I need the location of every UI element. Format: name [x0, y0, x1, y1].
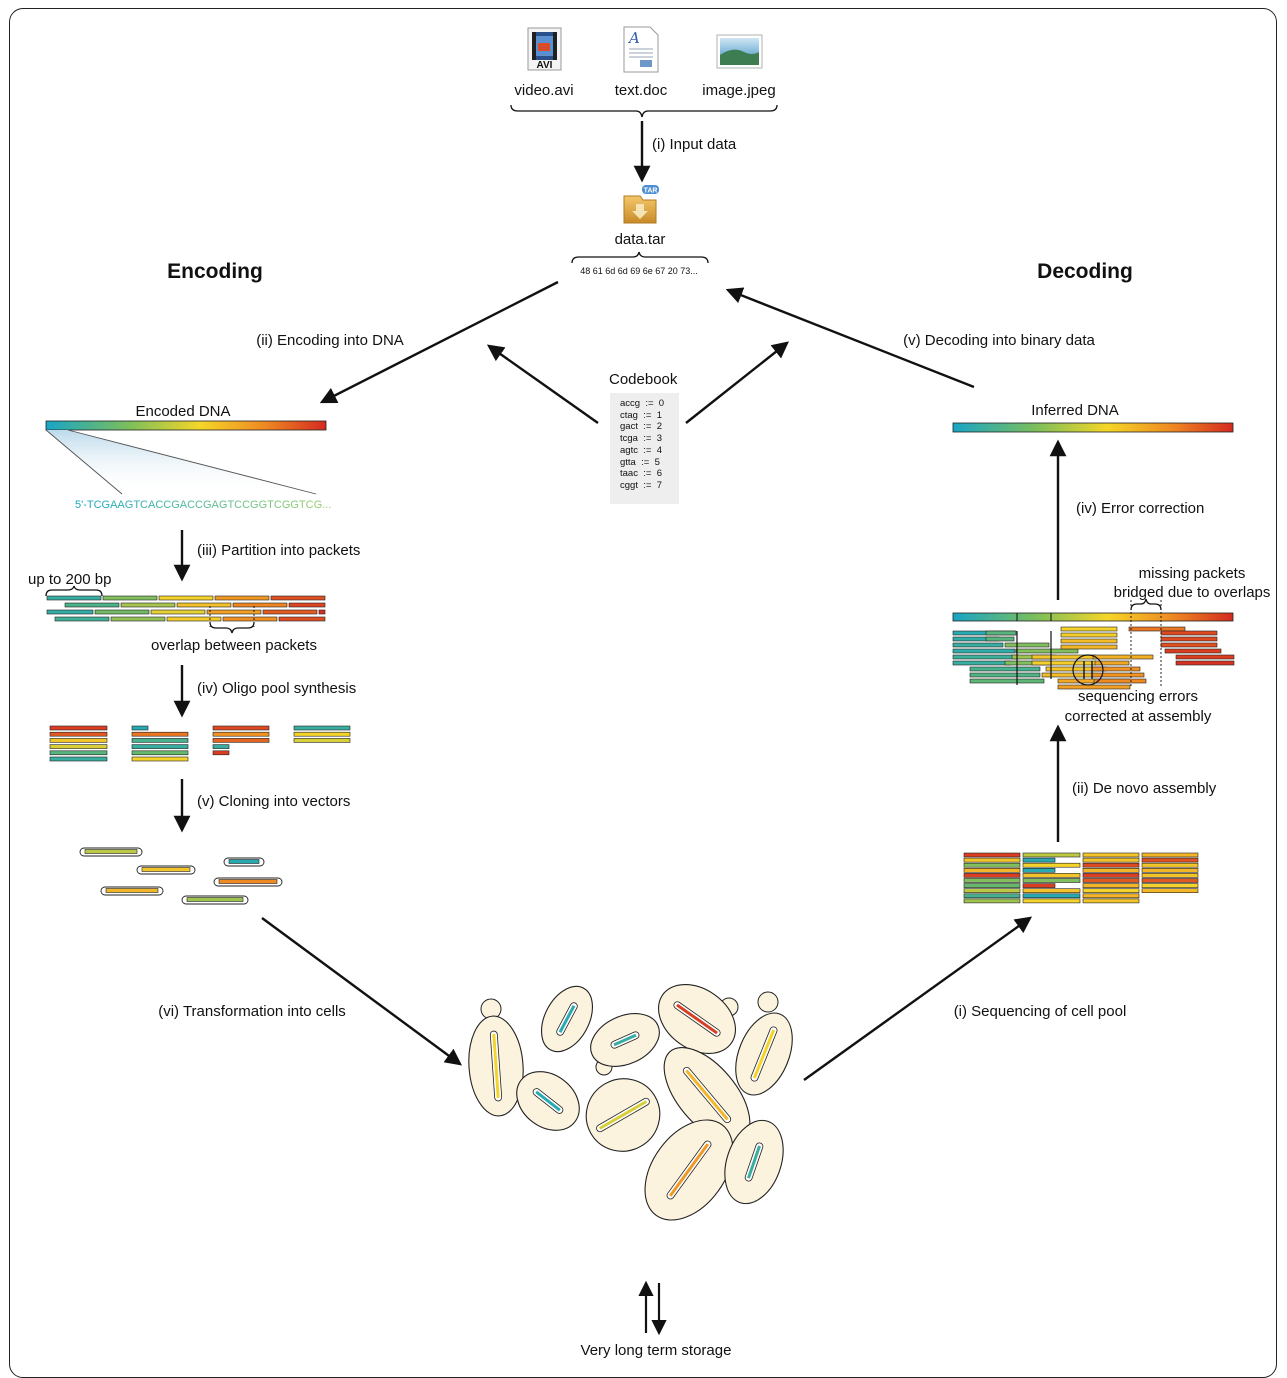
- up-to-label: up to 200 bp: [28, 571, 111, 588]
- step-assembly-label: (ii) De novo assembly: [1072, 780, 1217, 797]
- step-oligo-label: (iv) Oligo pool synthesis: [197, 680, 356, 697]
- decode-arrow: [725, 287, 975, 389]
- step-input-label: (i) Input data: [652, 136, 737, 153]
- encoded-dna-label: Encoded DNA: [135, 403, 230, 420]
- video-file-icon: AVI: [527, 27, 562, 71]
- codebook-entry: gact := 2: [620, 421, 662, 433]
- tar-badge: TAR: [644, 188, 658, 195]
- storage-label: Very long term storage: [581, 1342, 732, 1359]
- sequencing-arrow: [803, 916, 1033, 1081]
- vector-plasmids: [79, 847, 283, 905]
- file-label-text: text.doc: [615, 82, 668, 99]
- seq-error-label-2: corrected at assembly: [1065, 708, 1212, 725]
- step-cloning-label: (v) Cloning into vectors: [197, 793, 350, 810]
- yeast-cell: [585, 1078, 661, 1152]
- cell-bud: [757, 991, 779, 1013]
- avi-badge: AVI: [537, 60, 553, 71]
- codebook-entry: tcga := 3: [620, 433, 662, 445]
- codebook-entry: taac := 6: [620, 468, 662, 480]
- transformation-arrow: [261, 917, 463, 1066]
- decoding-title: Decoding: [1037, 260, 1133, 283]
- codebook-entry: ctag := 1: [620, 409, 662, 421]
- file-label-image: image.jpeg: [702, 82, 775, 99]
- sequence-text: 5'-TCGAAGTCACCGACCGAGTCCGGTCGGTCG...: [75, 499, 331, 511]
- doc-glyph: A: [627, 29, 640, 47]
- codebook-title: Codebook: [609, 371, 678, 388]
- codebook-to-encode-arrow: [486, 344, 599, 424]
- encoding-title: Encoding: [167, 260, 263, 283]
- encode-arrow: [319, 280, 559, 404]
- assembly-contigs: [952, 626, 1235, 690]
- yeast-cell: [590, 1013, 660, 1067]
- oligo-pool: [49, 725, 351, 762]
- codebook-entry: agtc := 4: [620, 444, 662, 456]
- step-decoding-label: (v) Decoding into binary data: [903, 332, 1095, 349]
- assembled-dna-bar: [952, 612, 1234, 622]
- overlap-brace: [209, 621, 255, 634]
- yeast-cell: [724, 1119, 784, 1205]
- codebook-to-decode-arrow: [685, 341, 789, 424]
- archive-brace: [571, 251, 709, 264]
- step-partition-label: (iii) Partition into packets: [197, 542, 360, 559]
- yeast-cell: [644, 1119, 734, 1221]
- step-sequencing-label: (i) Sequencing of cell pool: [954, 1003, 1127, 1020]
- error-circle: [1072, 654, 1104, 686]
- archive-name: data.tar: [615, 231, 666, 248]
- missing-label-1: missing packets: [1139, 565, 1246, 582]
- overlap-label: overlap between packets: [151, 637, 317, 654]
- codebook-entry: gtta := 5: [620, 456, 660, 468]
- packet-rows: [46, 595, 326, 622]
- up-to-brace: [45, 585, 103, 597]
- cell-pool: [468, 984, 793, 1221]
- archive-hex: 48 61 6d 6d 69 6e 67 20 73...: [580, 266, 698, 276]
- input-brace: [510, 104, 778, 118]
- yeast-cell: [468, 1015, 524, 1117]
- yeast-cell: [657, 984, 737, 1054]
- sequence-zoom: [46, 430, 316, 494]
- archive-icon: TAR: [623, 185, 659, 224]
- missing-brace: [1130, 598, 1162, 611]
- yeast-cell: [516, 1071, 580, 1131]
- encoded-dna-bar: [45, 420, 327, 431]
- codebook-entry: accg := 0: [620, 398, 665, 409]
- step-transformation-label: (vi) Transformation into cells: [158, 1003, 346, 1020]
- missing-label-2: bridged due to overlaps: [1114, 584, 1271, 601]
- step-encoding-label: (ii) Encoding into DNA: [256, 332, 404, 349]
- inferred-dna-label: Inferred DNA: [1031, 402, 1119, 419]
- yeast-cell: [735, 1012, 793, 1096]
- inferred-dna-bar: [952, 422, 1234, 433]
- codebook-table: accg := 0 ctag := 1 gact := 2 tcga := 3 …: [610, 393, 679, 504]
- yeast-cell: [541, 985, 593, 1053]
- document-file-icon: A: [623, 26, 659, 73]
- sequenced-reads: [963, 852, 1199, 904]
- codebook-entry: cggt := 7: [620, 479, 662, 491]
- seq-error-label-1: sequencing errors: [1078, 688, 1198, 705]
- step-error-correction-label: (iv) Error correction: [1076, 500, 1204, 517]
- file-label-video: video.avi: [514, 82, 573, 99]
- image-file-icon: [716, 34, 763, 69]
